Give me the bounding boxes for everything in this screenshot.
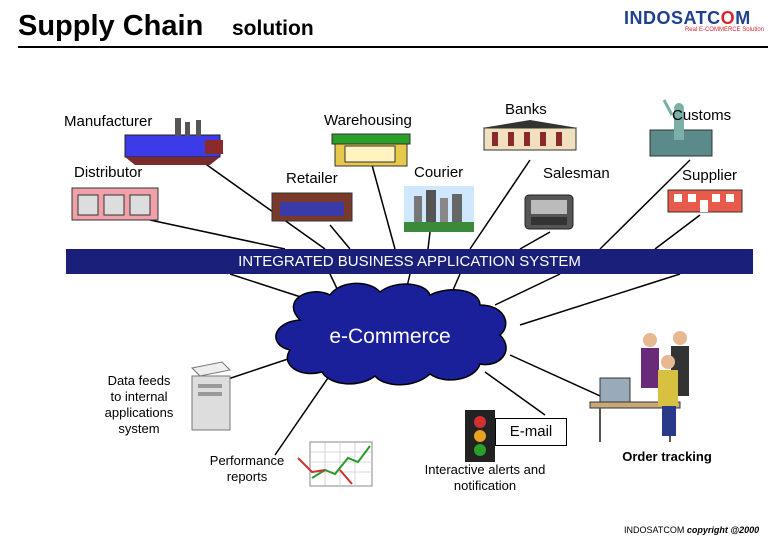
data-feeds-label: Data feeds to internal applications syst… <box>104 373 174 436</box>
performance-chart-icon <box>297 441 373 487</box>
pda-device-icon <box>524 194 574 230</box>
label-retailer: Retailer <box>286 170 338 187</box>
traffic-light-icon <box>465 410 495 462</box>
page-title: Supply Chain <box>18 10 204 42</box>
top-connectors <box>149 159 701 250</box>
ecommerce-hub-label: e-Commerce <box>329 325 451 348</box>
page-subtitle: solution <box>232 17 314 40</box>
label-supplier: Supplier <box>682 167 738 184</box>
distributor-building-icon <box>71 187 159 221</box>
warehouse-icon <box>331 133 411 167</box>
label-banks: Banks <box>505 101 547 118</box>
header-divider <box>18 46 768 48</box>
server-tower-icon <box>190 361 232 431</box>
company-logo: INDOSATCOM Real E-COMMERCE Solution <box>624 8 764 33</box>
performance-reports-label: Performance reports <box>209 453 285 484</box>
order-tracking-label: Order tracking <box>622 449 712 464</box>
logo-tagline: Real E-COMMERCE Solution <box>684 27 764 33</box>
factory-icon <box>124 118 223 165</box>
label-salesman: Salesman <box>543 165 610 182</box>
bank-icon <box>482 120 578 151</box>
label-manufacturer: Manufacturer <box>64 113 153 130</box>
city-courier-icon <box>404 186 474 232</box>
label-customs: Customs <box>672 107 732 124</box>
office-workers-icon <box>589 331 689 442</box>
label-courier: Courier <box>414 164 464 181</box>
ecommerce-cloud-icon <box>275 282 507 386</box>
supplier-building-icon <box>667 189 743 213</box>
alerts-label: Interactive alerts and notification <box>424 462 546 493</box>
footer-copyright: INDOSATCOM copyright @2000 <box>624 525 760 535</box>
email-box: E-mail <box>495 418 567 446</box>
label-distributor: Distributor <box>74 164 143 181</box>
statue-of-liberty-icon <box>649 99 713 157</box>
integrated-system-label: INTEGRATED BUSINESS APPLICATION SYSTEM <box>238 253 581 270</box>
retail-store-icon <box>271 192 353 222</box>
label-warehousing: Warehousing <box>324 112 412 129</box>
integrated-system-bar <box>66 249 753 274</box>
